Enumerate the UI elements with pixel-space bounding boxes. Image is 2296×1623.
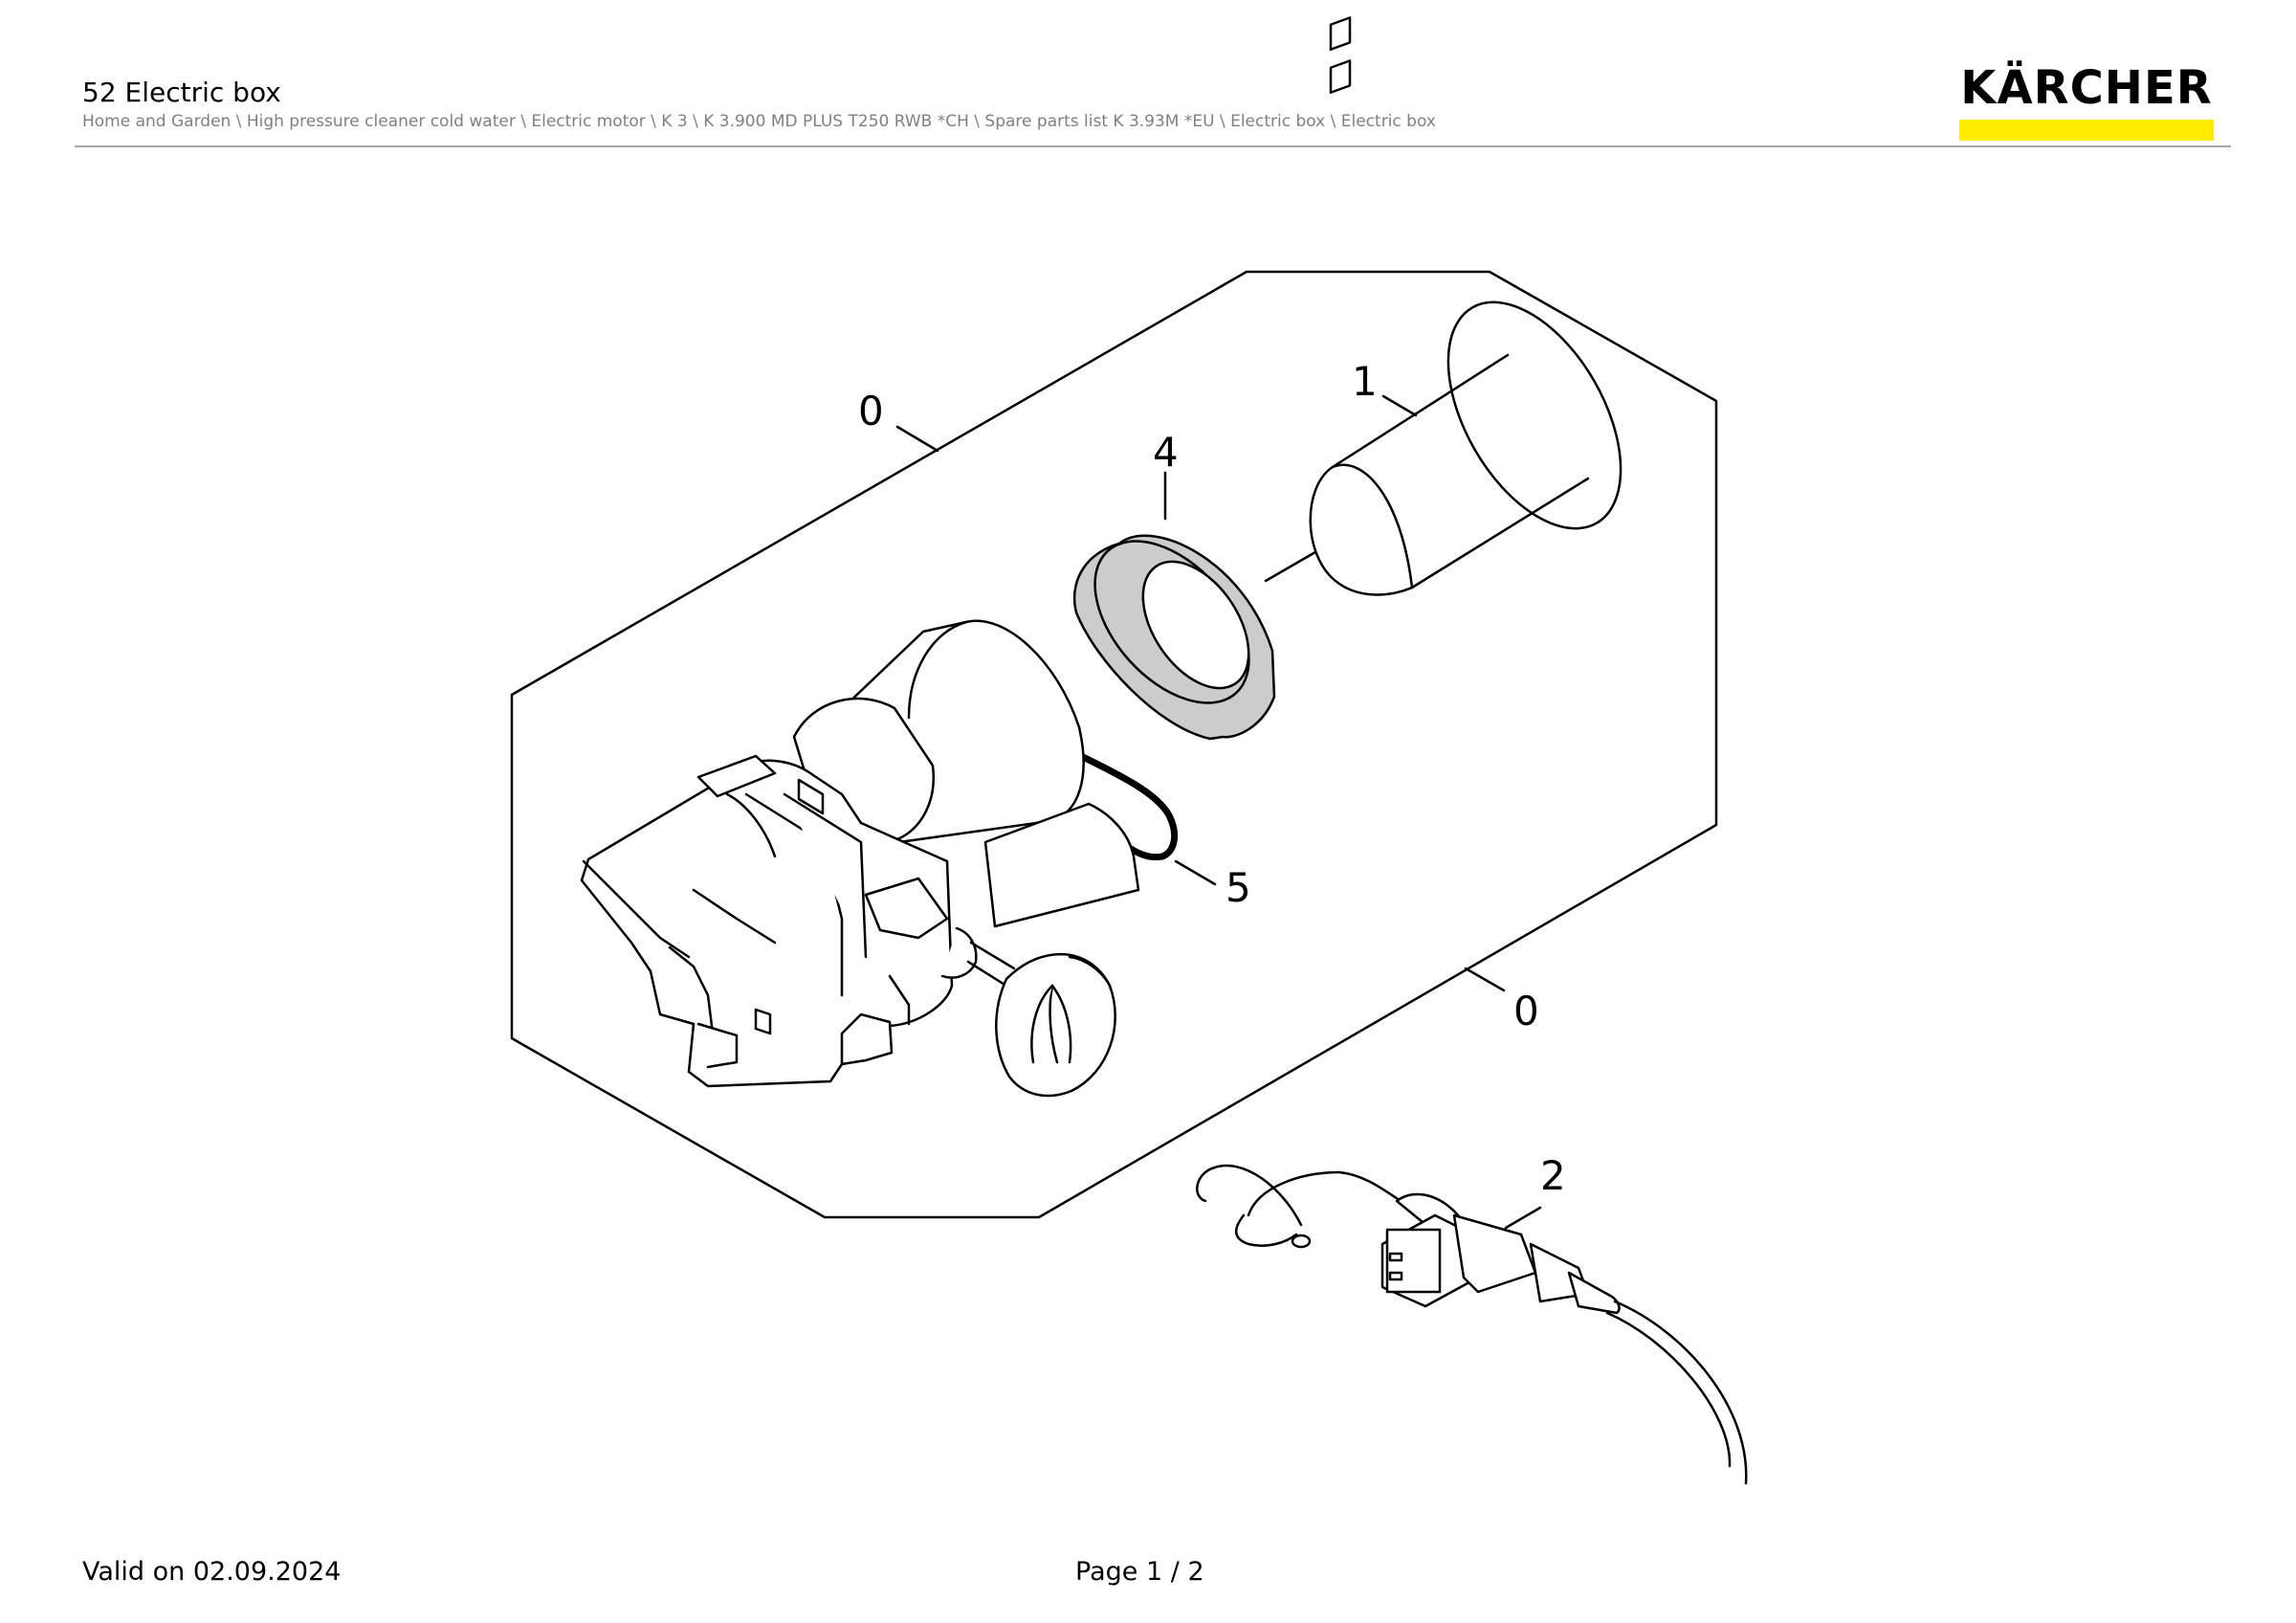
- capacitor-part: [1309, 16, 1623, 596]
- knob-part: [995, 952, 1116, 1098]
- callout-0-top: 0: [858, 388, 884, 434]
- callout-0-bottom: 0: [1513, 988, 1539, 1034]
- karcher-logo: KÄRCHER: [1959, 61, 2214, 141]
- page-title: 52 Electric box: [82, 77, 281, 108]
- assembly-outline: [510, 270, 1718, 1219]
- page-label: Page: [1075, 1557, 1138, 1587]
- ring-part: [1072, 534, 1276, 741]
- logo-wordmark: KÄRCHER: [1960, 61, 2213, 115]
- cable-plug-part: [1196, 1164, 1748, 1485]
- page-separator: /: [1170, 1557, 1180, 1587]
- header-divider: [75, 145, 2231, 147]
- page-indicator: Page 1 / 2: [1075, 1557, 1204, 1587]
- leader-0-top: [895, 425, 939, 453]
- breadcrumb: Home and Garden \ High pressure cleaner …: [82, 112, 1436, 131]
- page-total: 2: [1187, 1557, 1204, 1587]
- callout-2: 2: [1540, 1152, 1566, 1199]
- electric-box-assembly: [580, 619, 1140, 1088]
- logo-yellow-bar: [1959, 120, 2214, 141]
- callout-1: 1: [1352, 358, 1378, 405]
- leader-1: [1381, 394, 1418, 417]
- leader-0-bottom: [1464, 967, 1506, 992]
- valid-on-date: Valid on 02.09.2024: [82, 1557, 342, 1587]
- page-current: 1: [1145, 1557, 1163, 1587]
- callout-4: 4: [1153, 429, 1179, 476]
- callout-5: 5: [1225, 864, 1251, 911]
- leader-2: [1504, 1206, 1542, 1230]
- o-ring-part: [1077, 752, 1179, 861]
- leader-5: [1174, 859, 1217, 886]
